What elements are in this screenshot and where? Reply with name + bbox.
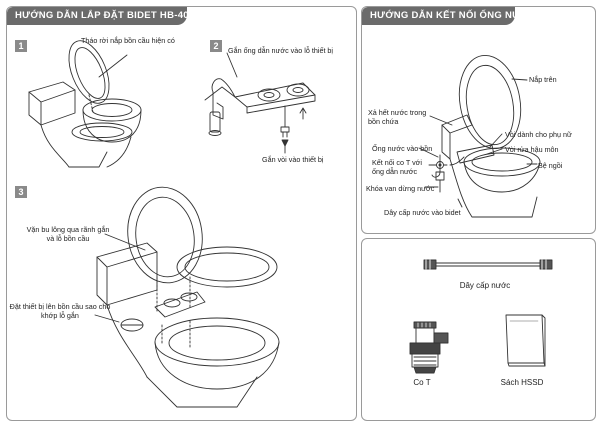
supply-hose-label: Dây cấp nước vào bidet [384, 208, 461, 217]
step-2-bidet-drawing [204, 52, 316, 154]
install-panel-title: HƯỚNG DẪN LẮP ĐẶT BIDET HB-4023 [7, 7, 200, 25]
step-2-attach-hose-label: Gắn ống dẫn nước vào lỗ thiết bị [228, 46, 334, 55]
lid-label: Nắp trên [529, 75, 557, 84]
step-2-badge: 2 [210, 40, 222, 52]
seat-label: Bệ ngồi [538, 161, 563, 170]
supply-hose-part-label: Dây cấp nước [459, 281, 511, 290]
stop-valve-label: Khóa van dừng nước [366, 184, 435, 193]
step-3-bolt-label: Vặn bu lông qua rãnh gắn và lỗ bồn cầu [26, 225, 110, 243]
parts-panel: Dây cấp nước Co T Sách HSSD [361, 238, 596, 421]
step-3-toilet-drawing [94, 186, 280, 408]
water-connection-panel: HƯỚNG DẪN KẾT NỐI ỐNG NƯỚC Nắp trên Xả h… [361, 6, 596, 234]
step-2-attach-nozzle-label: Gắn vòi vào thiết bị [262, 155, 324, 164]
install-panel: HƯỚNG DẪN LẮP ĐẶT BIDET HB-4023 1 Tháo r… [6, 6, 357, 421]
step-1-remove-seat-label: Tháo rời nắp bồn cầu hiện có [81, 36, 175, 45]
manual-part-label: Sách HSSD [500, 378, 544, 387]
manual-part-drawing [505, 314, 546, 367]
step-3-badge: 3 [15, 186, 27, 198]
water-connection-title: HƯỚNG DẪN KẾT NỐI ỐNG NƯỚC [362, 7, 536, 25]
step-1-badge: 1 [15, 40, 27, 52]
step-1-toilet-drawing [28, 40, 142, 168]
t-connector-part-drawing [409, 321, 449, 374]
install-illustrations [28, 40, 316, 408]
t-connector-label: Kết nối co T với ống dẫn nước [372, 158, 422, 176]
t-connector-part-label: Co T [413, 378, 431, 387]
feminine-nozzle-label: Vòi dành cho phụ nữ [505, 130, 572, 139]
parts-drawing [409, 259, 553, 374]
supply-hose-part-drawing [423, 259, 553, 270]
tank-drain-label: Xả hết nước trong bồn chứa [368, 108, 427, 126]
step-3-place-label: Đặt thiết bị lên bồn cầu sao cho khớp lỗ… [9, 302, 111, 320]
water-connection-drawing [418, 54, 541, 218]
inlet-hose-label: Ống nước vào bồn [372, 144, 433, 153]
rear-nozzle-label: Vòi rửa hậu môn [505, 145, 559, 154]
